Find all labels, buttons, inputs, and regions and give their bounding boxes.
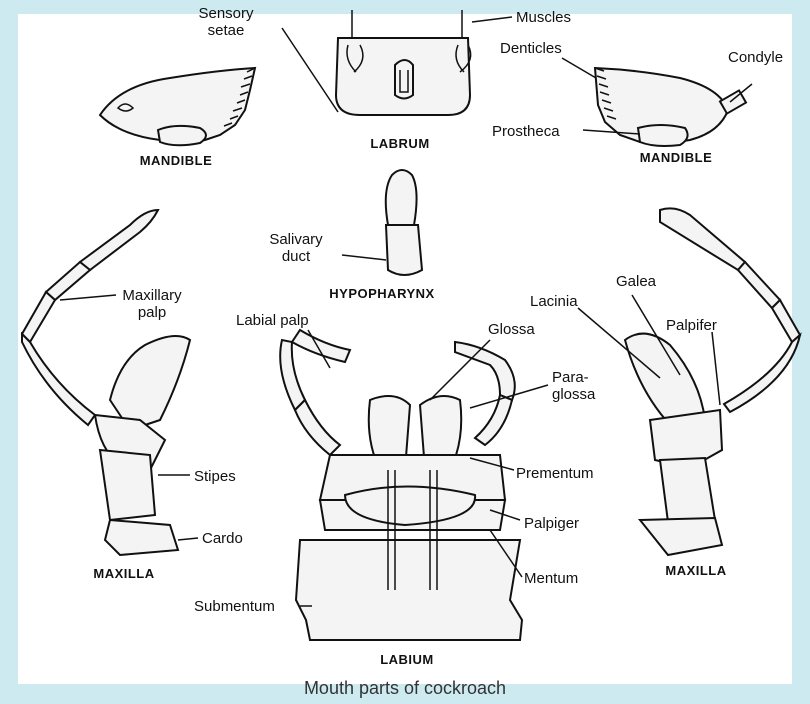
label-lacinia: Lacinia [530, 293, 578, 310]
label-cardo: Cardo [202, 530, 243, 547]
label-palpifer: Palpifer [666, 317, 717, 334]
caption-labrum: LABRUM [370, 136, 429, 151]
label-denticles: Denticles [500, 40, 562, 57]
label-galea: Galea [616, 273, 657, 290]
caption-mandible-left: MANDIBLE [140, 153, 213, 168]
label-mentum: Mentum [524, 570, 578, 587]
label-condyle: Condyle [728, 49, 783, 66]
label-muscles: Muscles [516, 9, 571, 26]
label-prementum: Prementum [516, 465, 594, 482]
label-submentum: Submentum [194, 598, 275, 615]
label-palpiger: Palpiger [524, 515, 579, 532]
label-glossa: Glossa [488, 321, 535, 338]
caption-labium: LABIUM [380, 652, 434, 667]
caption-hypopharynx: HYPOPHARYNX [329, 286, 434, 301]
label-stipes: Stipes [194, 468, 236, 485]
caption-maxilla-right: MAXILLA [665, 563, 726, 578]
figure-title: Mouth parts of cockroach [304, 678, 506, 698]
label-prostheca: Prostheca [492, 123, 560, 140]
caption-maxilla-left: MAXILLA [93, 566, 154, 581]
label-labial-palp: Labial palp [236, 312, 309, 329]
caption-mandible-right: MANDIBLE [640, 150, 713, 165]
